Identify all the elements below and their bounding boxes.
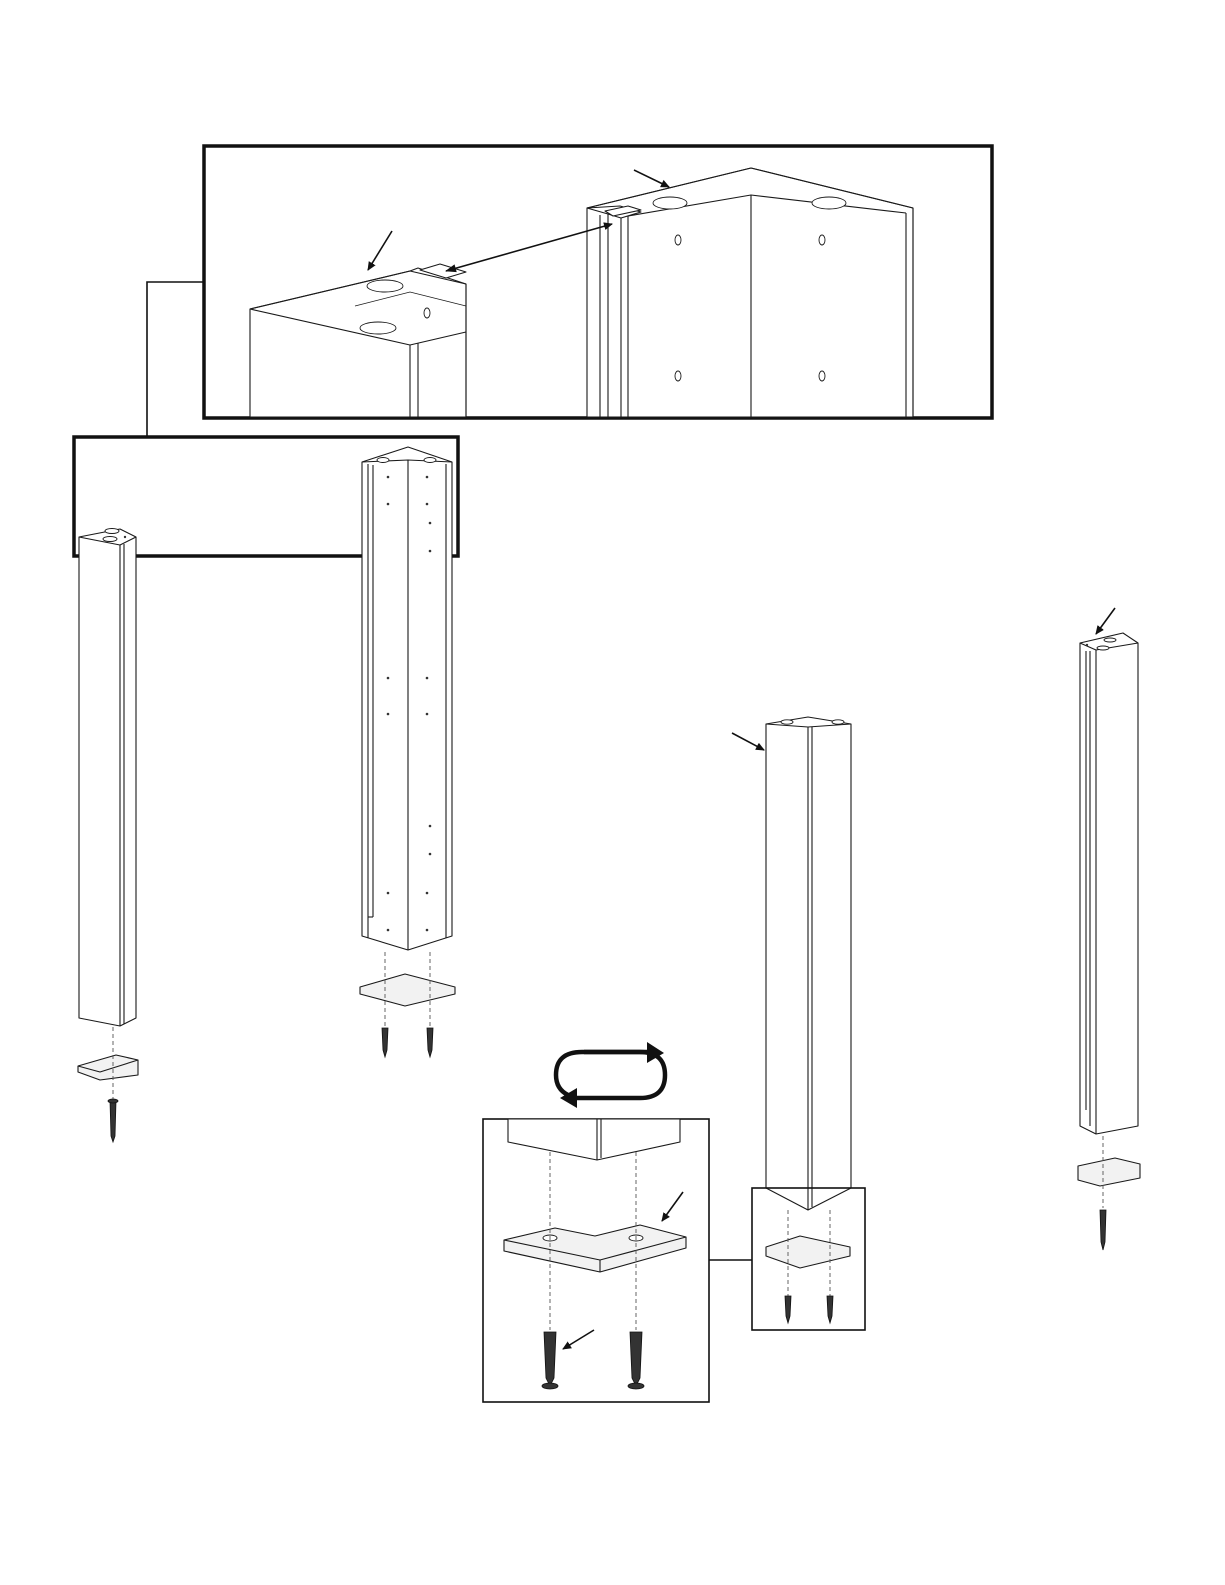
pointer-arrow-icon: [634, 170, 669, 187]
square-leg-left: [78, 529, 138, 1143]
square-leg-top-detail: [250, 231, 466, 417]
corner-leg-top-detail: [587, 168, 913, 417]
pointer-arrow-icon: [662, 1192, 683, 1221]
corner-leg-right-front: [709, 717, 865, 1330]
square-leg-far-right: [1078, 608, 1140, 1250]
corner-leg-center: [360, 447, 455, 1057]
pointer-arrow-icon: [732, 733, 764, 750]
top-joint-detail: [147, 146, 992, 437]
pointer-arrow-icon: [563, 1330, 594, 1349]
pointer-arrow-icon: [368, 231, 392, 270]
rotate-icon: [556, 1042, 665, 1108]
pointer-arrow-icon: [1096, 608, 1115, 634]
foot-glide-detail: [483, 1119, 709, 1402]
